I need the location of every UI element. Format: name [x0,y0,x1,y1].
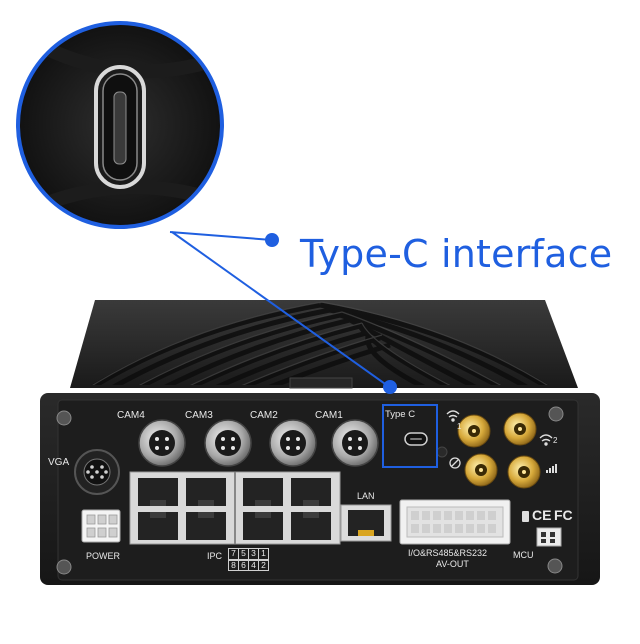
mcu-header [536,527,562,547]
cam2-label: CAM2 [250,410,278,421]
typec-highlight-box [382,404,438,468]
cellular-signal-icon [546,464,557,473]
vga-connector [74,449,120,495]
cam4-label: CAM4 [117,410,145,421]
callout-dot-2 [383,380,397,394]
vga-label: VGA [48,457,70,468]
callout-label: Type-C interface [300,232,613,276]
camera-connectors [138,419,379,467]
recycle-icon [522,511,529,522]
cam1-connector [331,419,379,467]
ipc-port-numbers: 7 5 3 1 8 6 4 2 [228,548,269,571]
zoom-bubble [16,21,224,229]
ce-mark: CE [532,507,552,523]
ipc-digit: 2 [258,559,269,571]
antenna-1-label: 1 [457,422,462,431]
mcu-label: MCU [513,550,534,560]
ipc-label: IPC [207,551,223,561]
callout-lines [169,231,389,387]
device-typec-port [404,432,448,458]
cam2-connector [269,419,317,467]
ipc-ethernet-ports [129,471,341,545]
power-connector [81,509,121,543]
typec-label: Type C [385,409,416,420]
io-connector [399,499,511,545]
lan-port [340,504,392,542]
fc-mark: FC [554,507,573,523]
av-out-label: AV-OUT [436,559,469,569]
antenna-2-label: 2 [553,436,558,445]
antenna-connectors [457,412,541,489]
gps-icon [449,457,461,469]
callout-dot-1 [265,233,279,247]
ipc-digit: 1 [258,548,269,560]
power-label: POWER [86,551,121,561]
typec-zoomed-port [94,65,146,189]
lan-label: LAN [357,491,375,501]
cam3-connector [204,419,252,467]
io-label: I/O&RS485&RS232 [408,548,488,558]
wifi-icon [446,410,460,422]
cam4-connector [138,419,186,467]
cam3-label: CAM3 [185,410,213,421]
cam1-label: CAM1 [315,410,343,421]
dvr-top-housing [70,300,578,389]
wifi-icon-2 [539,434,553,446]
